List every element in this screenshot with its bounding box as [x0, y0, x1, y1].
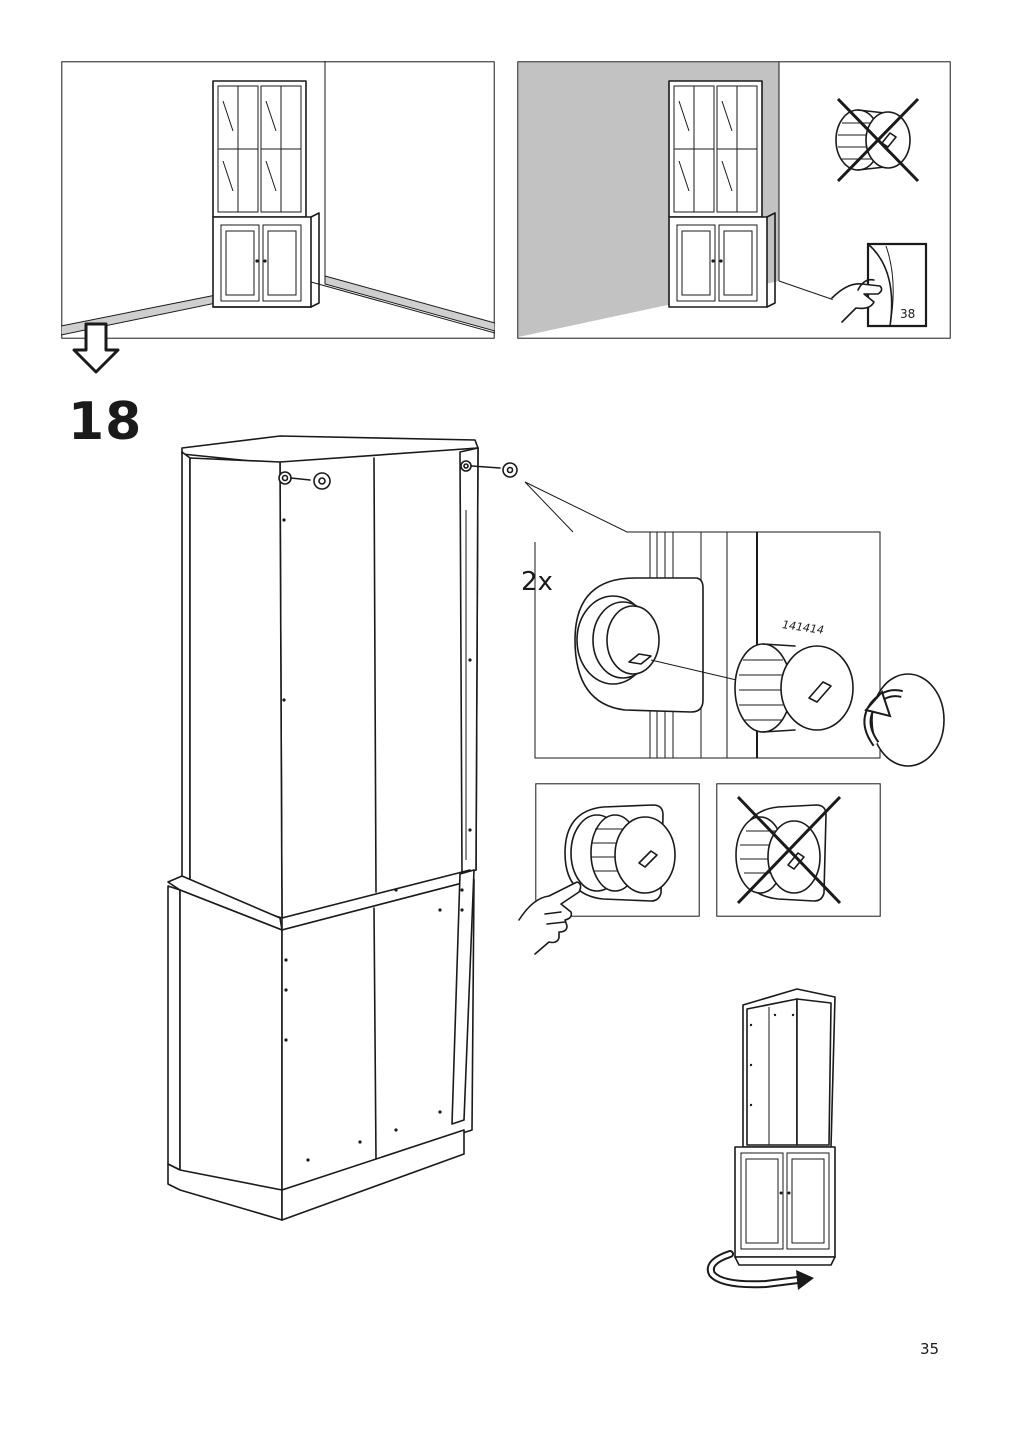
knob-not-allowed-icon	[830, 95, 925, 185]
step-number: 18	[68, 392, 143, 452]
cabinet-back-illustration	[160, 430, 530, 1230]
quantity-label: 2x	[521, 567, 553, 597]
page-turn-icon	[828, 240, 930, 330]
cabinet-turn-illustration	[705, 985, 845, 1290]
knob-incorrect-detail	[716, 783, 881, 917]
page-reference-number: 38	[900, 307, 916, 321]
knob-correct-detail	[535, 783, 700, 917]
room-panel-left	[61, 61, 495, 339]
page-number: 35	[920, 1340, 940, 1358]
pointing-hand-icon	[515, 878, 585, 958]
room-panel-right	[517, 61, 951, 339]
turn-around-arrow-icon	[700, 1248, 820, 1294]
rotate-clockwise-arrow-icon	[852, 670, 948, 774]
hollow-down-arrow-icon	[72, 322, 120, 376]
knob-detail-box	[505, 470, 955, 780]
